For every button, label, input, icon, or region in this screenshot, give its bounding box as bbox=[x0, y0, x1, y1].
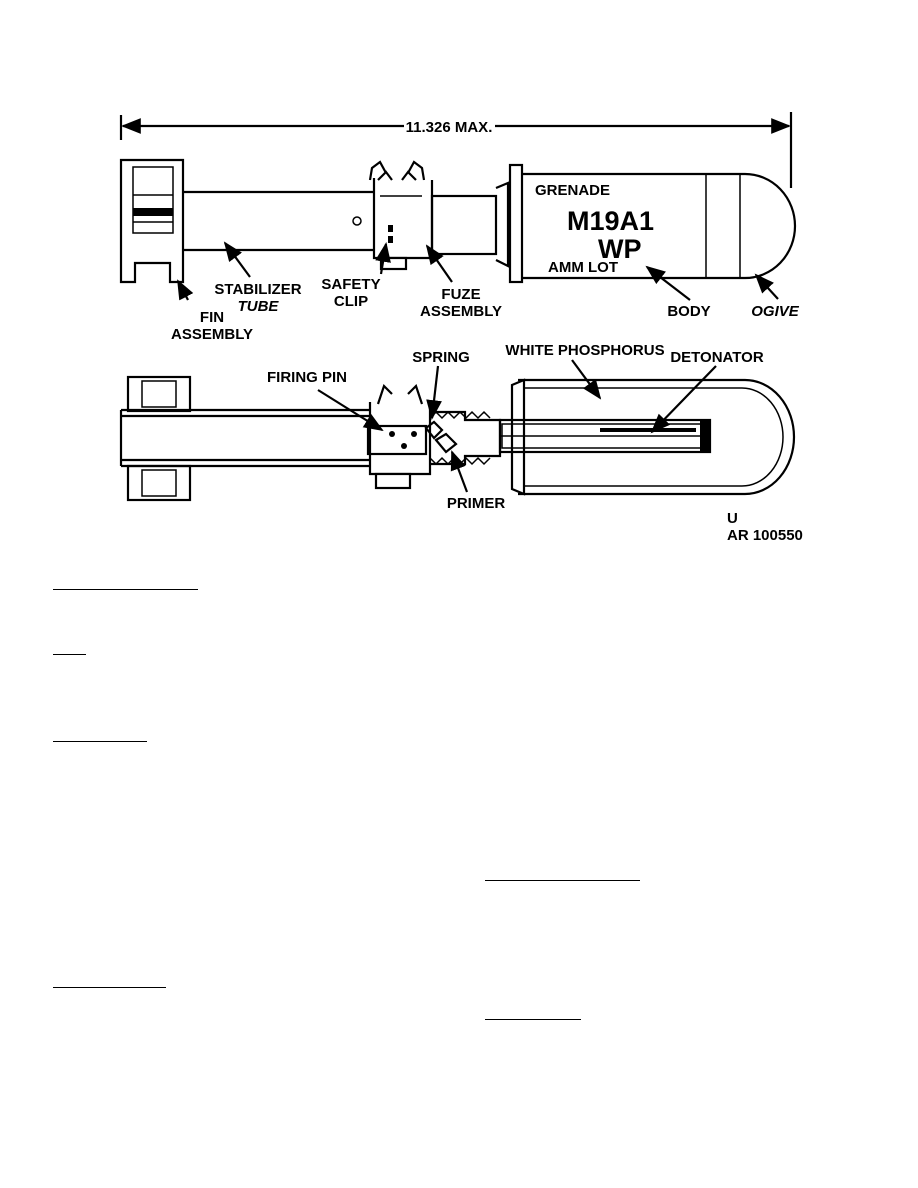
heading-rule-5 bbox=[53, 987, 166, 988]
heading-rule-1 bbox=[53, 589, 198, 590]
body-marking-grenade: GRENADE bbox=[535, 182, 610, 199]
safety-clip-label-2: CLIP bbox=[334, 293, 368, 310]
fuze-assembly-label-2: ASSEMBLY bbox=[420, 303, 502, 320]
firing-pin-label: FIRING PIN bbox=[267, 369, 347, 386]
grenade-diagram: 11.326 MAX. GRENADE M19A1 WP bbox=[119, 112, 803, 544]
figure-id-line-1: U bbox=[727, 510, 738, 527]
dimension-label: 11.326 MAX. bbox=[406, 119, 493, 136]
body-marking-filler: WP bbox=[598, 234, 642, 264]
fin-assembly-label-2: ASSEMBLY bbox=[171, 326, 253, 343]
detonator-label: DETONATOR bbox=[670, 349, 764, 366]
overall-length-dimension: 11.326 MAX. bbox=[119, 112, 793, 188]
heading-rule-6 bbox=[485, 1019, 581, 1020]
exterior-view: GRENADE M19A1 WP AMM LOT FIN ASSEMBLY ST… bbox=[119, 158, 800, 343]
fuze-assembly-label-1: FUZE bbox=[441, 286, 480, 303]
white-phosphorus-label: WHITE PHOSPHORUS bbox=[505, 342, 664, 359]
sectional-view: FIRING PIN SPRING WHITE PHOSPHORUS DETON… bbox=[119, 342, 803, 544]
primer-label: PRIMER bbox=[447, 495, 506, 512]
body-marking-model: M19A1 bbox=[567, 206, 654, 236]
safety-clip-label-1: SAFETY bbox=[321, 276, 380, 293]
ogive-label: OGIVE bbox=[751, 303, 800, 320]
stabilizer-tube-label-1: STABILIZER bbox=[214, 281, 301, 298]
heading-rule-2 bbox=[53, 654, 86, 655]
body-label: BODY bbox=[667, 303, 710, 320]
fin-assembly-label-1: FIN bbox=[200, 309, 224, 326]
heading-rule-3 bbox=[53, 741, 147, 742]
figure-id-line-2: AR 100550 bbox=[727, 527, 803, 544]
body-marking-lot: AMM LOT bbox=[548, 259, 618, 276]
stabilizer-tube-label-2: TUBE bbox=[238, 298, 280, 315]
heading-rule-4 bbox=[485, 880, 640, 881]
spring-label: SPRING bbox=[412, 349, 470, 366]
